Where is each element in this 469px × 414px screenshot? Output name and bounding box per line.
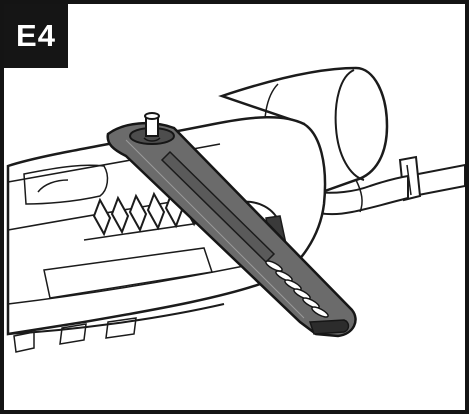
step-label: E4: [4, 4, 68, 68]
tool-strap-illustration: [6, 66, 465, 353]
tool-strap: [106, 122, 357, 338]
tool-body: [6, 116, 327, 353]
tool-rear-housing: [218, 66, 409, 216]
mounting-post: [129, 112, 175, 145]
power-cord: [398, 155, 465, 202]
strap-holes: [265, 260, 329, 318]
